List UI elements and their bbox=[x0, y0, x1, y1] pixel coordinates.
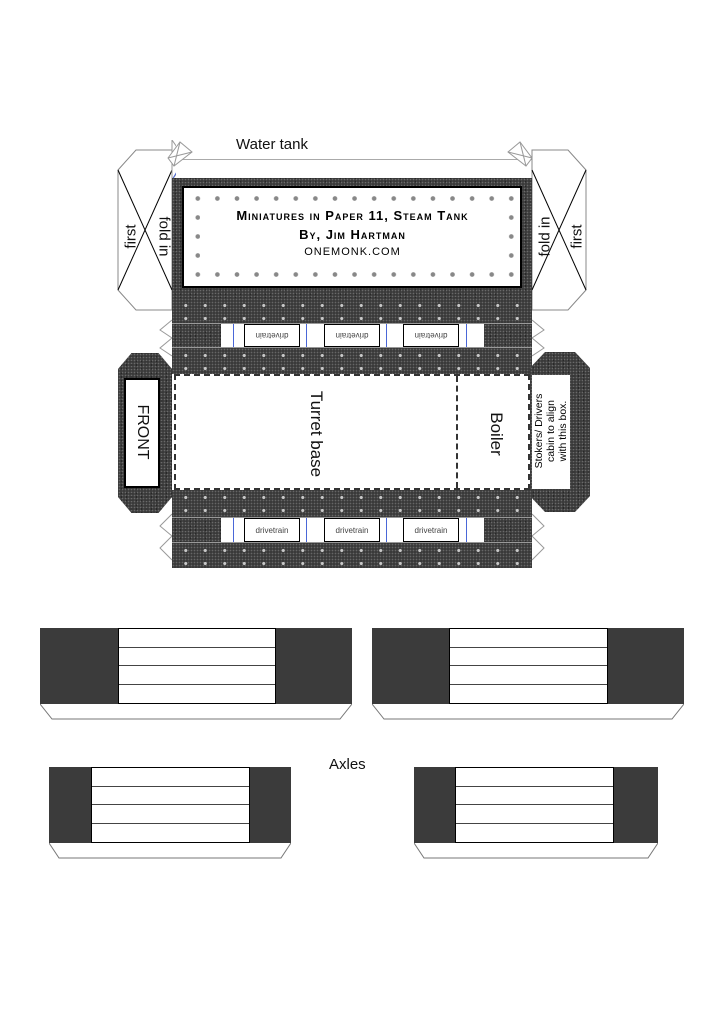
drivetrain-label: drivetrain bbox=[324, 324, 380, 347]
turret-base-area: Turret base Boiler bbox=[174, 374, 530, 490]
first-label: first bbox=[122, 224, 140, 249]
drivetrain-label: drivetrain bbox=[244, 324, 300, 347]
corner-tab bbox=[167, 141, 193, 167]
front-label: FRONT bbox=[134, 404, 151, 460]
fold-in-label: fold in bbox=[536, 216, 554, 257]
glue-tabs bbox=[532, 319, 545, 357]
fold-in-label: fold in bbox=[155, 216, 173, 257]
first-label: first bbox=[568, 224, 586, 249]
fold-line bbox=[172, 159, 532, 160]
axle-piece bbox=[372, 628, 684, 720]
title-line3: ONEMONK.COM bbox=[304, 246, 401, 258]
stokers-box: Stokers/ Drivers cabin to align with thi… bbox=[532, 375, 570, 489]
title-line2: By, Jim Hartman bbox=[299, 227, 406, 242]
axle-piece bbox=[40, 628, 352, 720]
track-band bbox=[172, 490, 532, 517]
glue-tabs bbox=[159, 513, 172, 561]
axles-label: Axles bbox=[329, 756, 366, 773]
drivetrain-label: drivetrain bbox=[324, 518, 380, 542]
water-tank-panel: Miniatures in Paper 11, Steam Tank By, J… bbox=[172, 178, 532, 298]
track-band bbox=[172, 298, 532, 323]
boiler-divider bbox=[456, 376, 458, 488]
track-band bbox=[172, 348, 532, 374]
front-box: FRONT bbox=[124, 378, 160, 488]
title-plate: Miniatures in Paper 11, Steam Tank By, J… bbox=[182, 186, 522, 288]
title-text: Miniatures in Paper 11, Steam Tank By, J… bbox=[200, 206, 505, 268]
water-tank-label: Water tank bbox=[236, 136, 308, 153]
right-end-flap bbox=[531, 149, 587, 311]
drivetrain-label: drivetrain bbox=[403, 518, 459, 542]
corner-tab bbox=[507, 141, 533, 167]
track-band bbox=[172, 543, 532, 568]
boiler-label: Boiler bbox=[487, 412, 506, 456]
turret-base-label: Turret base bbox=[307, 390, 326, 478]
axle-piece bbox=[49, 767, 291, 859]
title-line1: Miniatures in Paper 11, Steam Tank bbox=[236, 208, 469, 223]
drivetrain-label: drivetrain bbox=[244, 518, 300, 542]
stokers-note: Stokers/ Drivers cabin to align with thi… bbox=[533, 393, 569, 469]
drivetrain-row-bottom: drivetrain drivetrain drivetrain bbox=[172, 517, 532, 543]
left-end-flap bbox=[117, 140, 176, 311]
drivetrain-label: drivetrain bbox=[403, 324, 459, 347]
drivetrain-row-top: drivetrain drivetrain drivetrain bbox=[172, 323, 532, 348]
axle-piece bbox=[414, 767, 658, 859]
glue-tabs bbox=[532, 513, 545, 561]
glue-tabs bbox=[159, 319, 172, 357]
